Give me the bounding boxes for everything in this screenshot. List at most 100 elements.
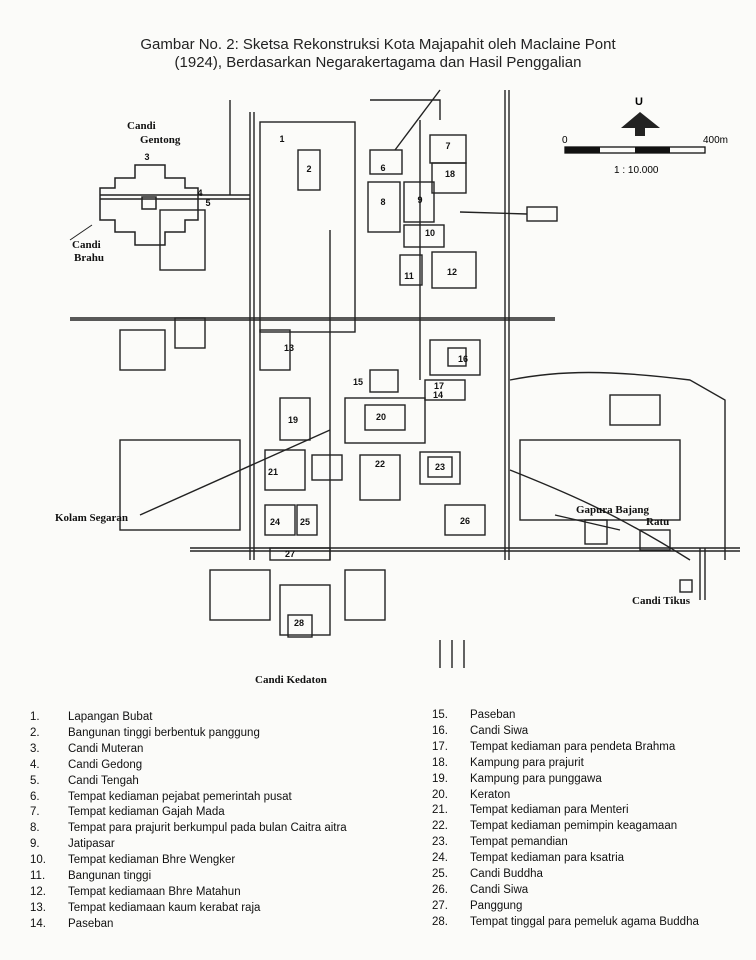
area-number: 17 (434, 381, 444, 391)
block-23 (419, 451, 461, 485)
block-27 (269, 547, 331, 561)
label-candi-brahu-1: Candi (72, 239, 101, 251)
area-number: 7 (445, 141, 450, 151)
block-20 (369, 369, 399, 393)
legend-row: 6.Tempat kediaman pejabat pemerintah pus… (30, 790, 347, 806)
city-map: 0 400m 1 : 10.000 U Candi Gentong Candi … (55, 89, 740, 686)
legend-row: 9. Jatipasar (30, 837, 347, 853)
label-candi-tikus: Candi Tikus (632, 595, 691, 607)
legend-row: 20.Keraton (432, 788, 699, 804)
north-road (370, 99, 441, 120)
block-16 (429, 339, 481, 376)
legend-number: 11. (30, 870, 46, 883)
area-number: 26 (460, 516, 470, 526)
legend-number: 10. (30, 854, 46, 867)
legend-row: 18.Kampung para prajurit (432, 756, 699, 772)
west-main-road (249, 112, 255, 560)
building-2 (297, 149, 321, 191)
legend-text: Tempat kediaman pemimpin keagamaan (470, 820, 678, 833)
block-10 (403, 224, 445, 248)
area-number: 21 (268, 467, 278, 477)
legend-text: Candi Siwa (470, 724, 529, 737)
scale-end: 400m (703, 135, 728, 146)
legend-text: Tempat kediaman Gajah Mada (68, 806, 225, 819)
legend-number: 7. (30, 806, 40, 819)
block-12 (431, 251, 477, 289)
south-block-3 (344, 569, 386, 621)
legend-text: Jatipasar (68, 838, 115, 851)
legend-number: 20. (432, 788, 448, 801)
candi-brahu-center (141, 196, 157, 210)
area-number: 19 (288, 415, 298, 425)
area-number: 24 (270, 517, 280, 527)
legend-text: Tempat kediaman para Menteri (470, 804, 629, 817)
scale-start: 0 (562, 135, 568, 146)
pool-23 (427, 456, 453, 478)
north-label: U (635, 96, 643, 108)
legend-text: Tempat kediaman Bhre Wengker (68, 854, 236, 867)
block-13 (259, 329, 291, 371)
block-9 (403, 181, 435, 223)
block-25 (296, 504, 318, 536)
legend-text: Tempat kediamaan kaum kerabat raja (68, 901, 261, 914)
legend-number: 14. (30, 917, 46, 930)
canal-east (509, 469, 691, 561)
legend-number: 2. (30, 726, 40, 739)
legend-number: 12. (30, 885, 46, 898)
area-number: 28 (294, 618, 304, 628)
scale-ratio: 1 : 10.000 (614, 165, 659, 176)
legend-number: 27. (432, 899, 448, 912)
legend-number: 17. (432, 740, 448, 753)
area-number: 22 (375, 459, 385, 469)
legend-text: Candi Buddha (470, 868, 543, 881)
legend-row: 25.Candi Buddha (432, 867, 699, 883)
legend-text: Candi Muteran (68, 742, 144, 755)
area-number: 11 (404, 271, 414, 281)
label-gapura-2: Ratu (646, 516, 669, 528)
candi-brahu-outline (99, 164, 199, 246)
label-candi-gentong-2: Gentong (140, 134, 181, 146)
legend-text: Bangunan tinggi (68, 870, 152, 883)
south-gate-lines (439, 640, 465, 668)
block-22 (359, 454, 401, 501)
legend-row: 23.Tempat pemandian (432, 835, 699, 851)
legend-text: Tempat kediamaan Bhre Matahun (68, 885, 241, 898)
area-number: 5 (205, 198, 210, 208)
area-keraton (344, 397, 426, 444)
legend-text: Kampung para punggawa (470, 772, 602, 785)
legend-number: 22. (432, 820, 448, 833)
legend-number: 23. (432, 836, 448, 849)
legend-row: 3.Candi Muteran (30, 742, 347, 758)
legend-number: 9. (30, 838, 40, 851)
area-lapangan-bubat (259, 121, 356, 333)
gapura-bajang-ratu (584, 519, 608, 545)
area-number: 8 (380, 197, 385, 207)
area-number: 15 (353, 377, 363, 387)
west-block-3 (119, 439, 241, 531)
legend-number: 5. (30, 774, 40, 787)
legend-row: 22. Tempat kediaman pemimpin keagamaan (432, 819, 699, 835)
diagonal-road (394, 89, 441, 151)
area-number: 13 (284, 343, 294, 353)
legend-text: Tempat kediaman para ksatria (470, 852, 625, 865)
area-number: 6 (380, 163, 385, 173)
legend-row: 24.Tempat kediaman para ksatria (432, 851, 699, 867)
legend-row: 12. Tempat kediamaan Bhre Matahun (30, 885, 347, 901)
legend-row: 1.Lapangan Bubat (30, 710, 347, 726)
label-kolam-segaran: Kolam Segaran (55, 512, 128, 524)
legend-row: 5.Candi Tengah (30, 774, 347, 790)
block-17 (424, 379, 466, 401)
block-19 (279, 397, 311, 441)
legend-row: 11. Bangunan tinggi (30, 869, 347, 885)
legend-number: 21. (432, 804, 448, 817)
legend-text: Lapangan Bubat (68, 711, 153, 723)
west-block-2 (174, 317, 206, 349)
area-number: 1 (279, 134, 284, 144)
legend-text: Paseban (68, 917, 114, 930)
legend-text: Kampung para prajurit (470, 756, 584, 769)
label-candi-brahu-2: Brahu (74, 252, 104, 264)
legend-number: 16. (432, 724, 448, 737)
south-block-1 (209, 569, 271, 621)
label-gapura-1: Gapura Bajang (576, 504, 650, 516)
